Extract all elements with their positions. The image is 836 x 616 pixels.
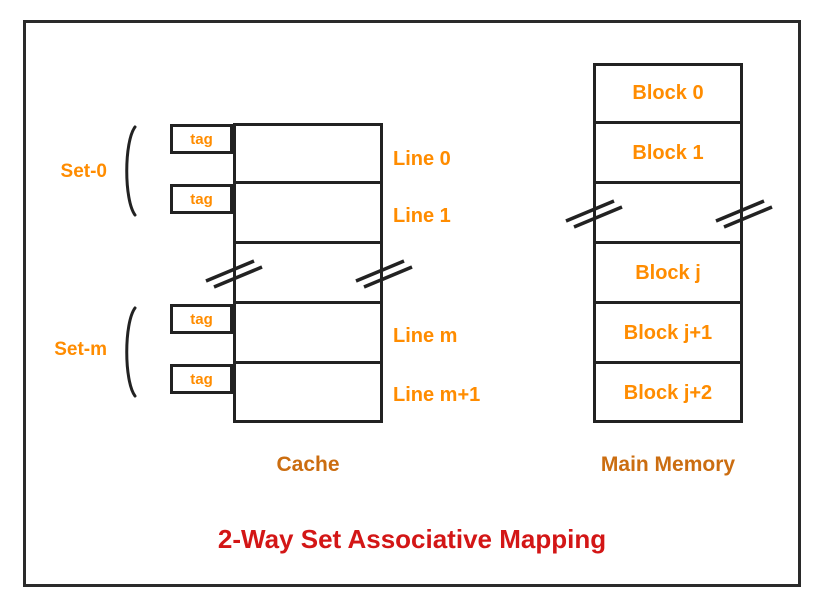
- tag-box-line-1: tag: [170, 184, 233, 214]
- tag-box-line-m: tag: [170, 304, 233, 334]
- memory-divider: [595, 301, 741, 304]
- block-j-label: Block j: [635, 262, 701, 284]
- cache-divider: [235, 361, 381, 364]
- set-0-brace-icon: [125, 125, 137, 217]
- break-slash-icon: [355, 259, 413, 289]
- block-0-label: Block 0: [632, 82, 704, 104]
- set-m-label: Set-m: [54, 339, 107, 360]
- tag-box-line-0: tag: [170, 124, 233, 154]
- memory-divider: [595, 121, 741, 124]
- set-0-label: Set-0: [60, 161, 107, 182]
- block-1-label: Block 1: [632, 142, 704, 164]
- main-memory-caption: Main Memory: [600, 453, 736, 476]
- block-j1-label: Block j+1: [623, 322, 713, 344]
- cache-caption: Cache: [276, 453, 340, 476]
- line-0-label: Line 0: [393, 148, 451, 170]
- tag-label: tag: [190, 370, 213, 388]
- memory-divider: [595, 181, 741, 184]
- memory-divider: [595, 241, 741, 244]
- cache-divider: [235, 301, 381, 304]
- line-m-label: Line m: [393, 325, 458, 347]
- diagram-title: 2-Way Set Associative Mapping: [217, 524, 607, 554]
- cache-box: [233, 123, 383, 423]
- cache-divider: [235, 181, 381, 184]
- tag-label: tag: [190, 190, 213, 208]
- memory-divider: [595, 361, 741, 364]
- set-m-brace-icon: [125, 306, 137, 398]
- line-1-label: Line 1: [393, 205, 451, 227]
- break-slash-icon: [715, 199, 773, 229]
- break-slash-icon: [565, 199, 623, 229]
- tag-label: tag: [190, 130, 213, 148]
- line-m1-label: Line m+1: [393, 384, 481, 406]
- tag-label: tag: [190, 310, 213, 328]
- tag-box-line-m1: tag: [170, 364, 233, 394]
- break-slash-icon: [205, 259, 263, 289]
- block-j2-label: Block j+2: [623, 382, 713, 404]
- cache-divider: [235, 241, 381, 244]
